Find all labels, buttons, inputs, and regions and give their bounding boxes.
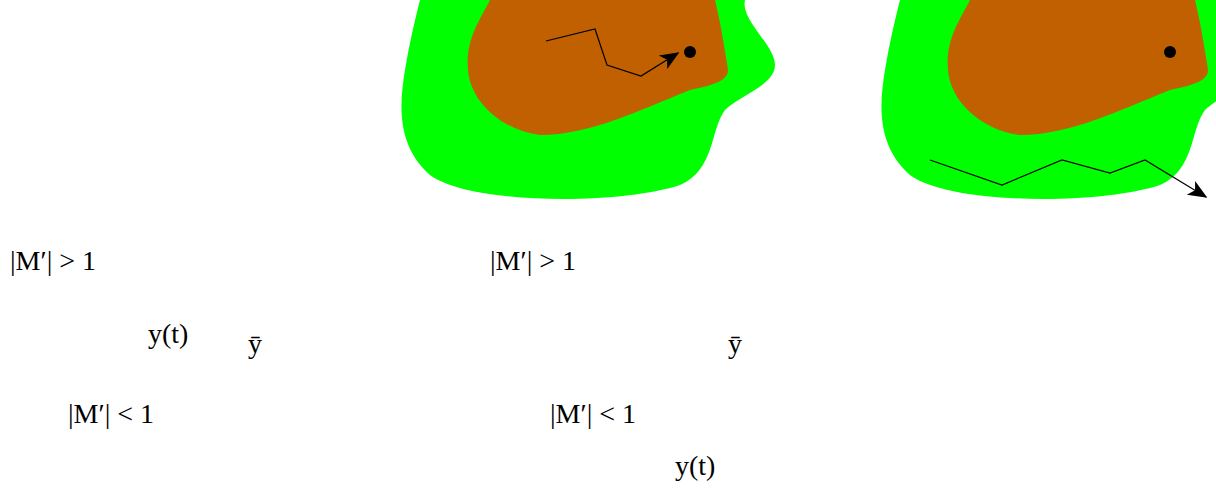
fixed-point: [684, 46, 696, 58]
math-label: |M′| > 1: [490, 245, 576, 277]
outer-region: [881, 0, 1216, 199]
math-label: y(t): [148, 318, 188, 350]
right-panel: [881, 0, 1216, 199]
math-label: |M′| < 1: [68, 398, 154, 430]
fixed-point: [1164, 46, 1176, 58]
math-label: y(t): [675, 450, 715, 482]
left-panel: [401, 0, 775, 199]
trajectory: [546, 29, 678, 76]
inner-region: [948, 0, 1208, 135]
math-label: |M′| < 1: [550, 398, 636, 430]
outer-region: [401, 0, 775, 199]
trajectory: [930, 160, 1206, 197]
math-label: |M′| > 1: [10, 245, 96, 277]
math-label: ȳ: [728, 328, 742, 360]
math-label: ȳ: [248, 328, 262, 360]
inner-region: [468, 0, 728, 135]
